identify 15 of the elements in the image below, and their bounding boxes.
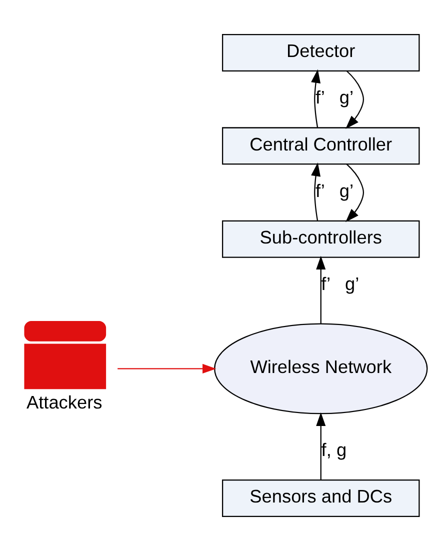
node-box: Detector	[222, 33, 420, 71]
node-box: Central Controller	[222, 126, 420, 164]
node-ellipse: Wireless Network	[214, 322, 428, 414]
node-box: Sub-controllers	[222, 220, 420, 258]
edge-label: f, g	[321, 439, 347, 460]
arrow	[346, 163, 364, 222]
arrow	[118, 363, 216, 373]
arrow	[311, 162, 321, 220]
edge-label: f’ g’	[315, 180, 354, 200]
arrow	[346, 70, 364, 128]
node-label: Attackers	[26, 392, 102, 412]
arrow	[316, 412, 326, 480]
edge-label: f’ g’	[315, 87, 354, 108]
node-box: Sensors and DCs	[222, 479, 420, 517]
arrow	[311, 68, 321, 128]
